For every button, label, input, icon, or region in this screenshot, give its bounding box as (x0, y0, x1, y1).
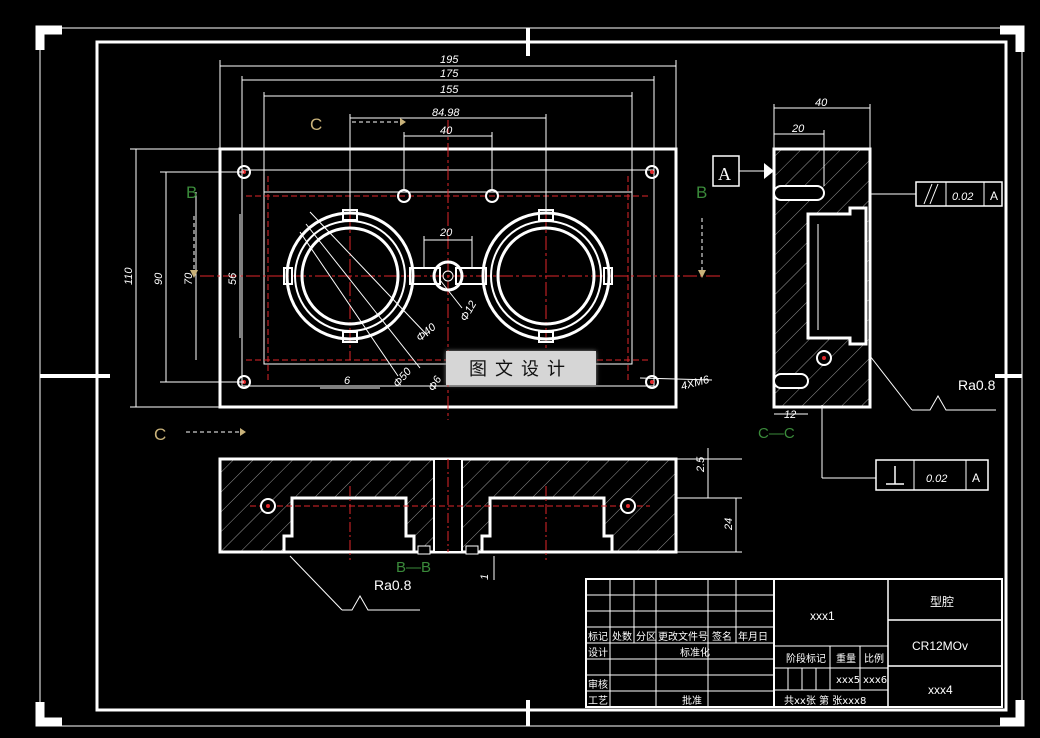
tb-scale-val: xxx6 (863, 675, 887, 686)
tb-name1: xxx1 (810, 609, 835, 623)
dim-56: 56 (227, 272, 239, 285)
tb-drawing-no: xxx4 (928, 683, 953, 697)
tb-review: 审核 (588, 678, 608, 691)
tb-sign: 签名 (712, 630, 732, 643)
tb-material: CR12MOv (912, 639, 968, 653)
tb-approve: 批准 (682, 694, 702, 707)
dim-phi60: Φ6 (426, 373, 444, 393)
dim-side-20: 20 (791, 123, 805, 135)
tb-design: 设计 (588, 646, 608, 659)
section-label-c-bottom: C (154, 425, 166, 444)
tb-mark: 标记 (588, 631, 608, 643)
section-cc-label: C—C (758, 425, 795, 442)
dim-20-mid: 20 (439, 227, 453, 239)
dim-4xm6: 4XM6 (680, 374, 712, 393)
dim-195: 195 (440, 54, 459, 66)
section-label-b-right: B (696, 183, 707, 202)
watermark-badge: 图文设计 (446, 351, 596, 385)
dim-40-top: 40 (440, 125, 453, 137)
tb-part-name: 型腔 (930, 594, 954, 609)
tb-date: 年月日 (738, 630, 768, 643)
dim-1: 1 (479, 574, 491, 580)
dim-6: 6 (344, 375, 351, 387)
tb-sheets: 共xx张 第 张xxx8 (784, 694, 866, 707)
dim-90: 90 (153, 272, 165, 285)
dim-70: 70 (183, 272, 195, 285)
tb-count: 处数 (612, 630, 632, 643)
section-markers (186, 118, 706, 436)
parallel-datum: A (990, 189, 998, 203)
side-view (712, 104, 1003, 491)
tb-doc: 更改文件号 (658, 630, 708, 643)
section-bb-view (218, 448, 742, 611)
sheet-frame (35, 25, 1025, 727)
title-block-text: 标记 处数 分区 更改文件号 签名 年月日 设计 标准化 审核 工艺 批准 xx… (588, 594, 968, 707)
parallel-tolerance: 0.02 (952, 191, 973, 203)
dim-side-12: 12 (784, 409, 796, 421)
perp-tolerance: 0.02 (926, 473, 947, 485)
section-label-c-top: C (310, 115, 322, 134)
dim-175: 175 (440, 68, 459, 80)
dim-84-98: 84.98 (432, 107, 460, 119)
roughness-side: Ra0.8 (958, 377, 996, 393)
dim-phi40: Φ40 (414, 321, 439, 345)
dim-2-5: 2.5 (695, 456, 707, 473)
datum-a-label: A (718, 164, 731, 184)
plan-view (200, 120, 720, 420)
dim-110: 110 (123, 267, 135, 285)
perp-datum: A (972, 471, 980, 485)
tb-weight-val: xxx5 (836, 675, 860, 686)
plan-dimensions (130, 60, 677, 408)
tb-zone: 分区 (636, 631, 656, 643)
tb-weight: 重量 (836, 652, 856, 665)
roughness-bb: Ra0.8 (374, 577, 412, 593)
tb-process: 工艺 (588, 695, 608, 707)
dim-phi12: Φ12 (458, 299, 479, 324)
dim-155: 155 (440, 84, 459, 96)
tb-std: 标准化 (680, 646, 710, 659)
tb-scale: 比例 (864, 652, 884, 665)
tb-stage: 阶段标记 (786, 652, 826, 665)
section-bb-label: B—B (396, 559, 431, 576)
section-label-b-left: B (186, 183, 197, 202)
dim-24: 24 (723, 518, 735, 531)
dim-side-40: 40 (815, 97, 828, 109)
title-block (585, 578, 1003, 708)
